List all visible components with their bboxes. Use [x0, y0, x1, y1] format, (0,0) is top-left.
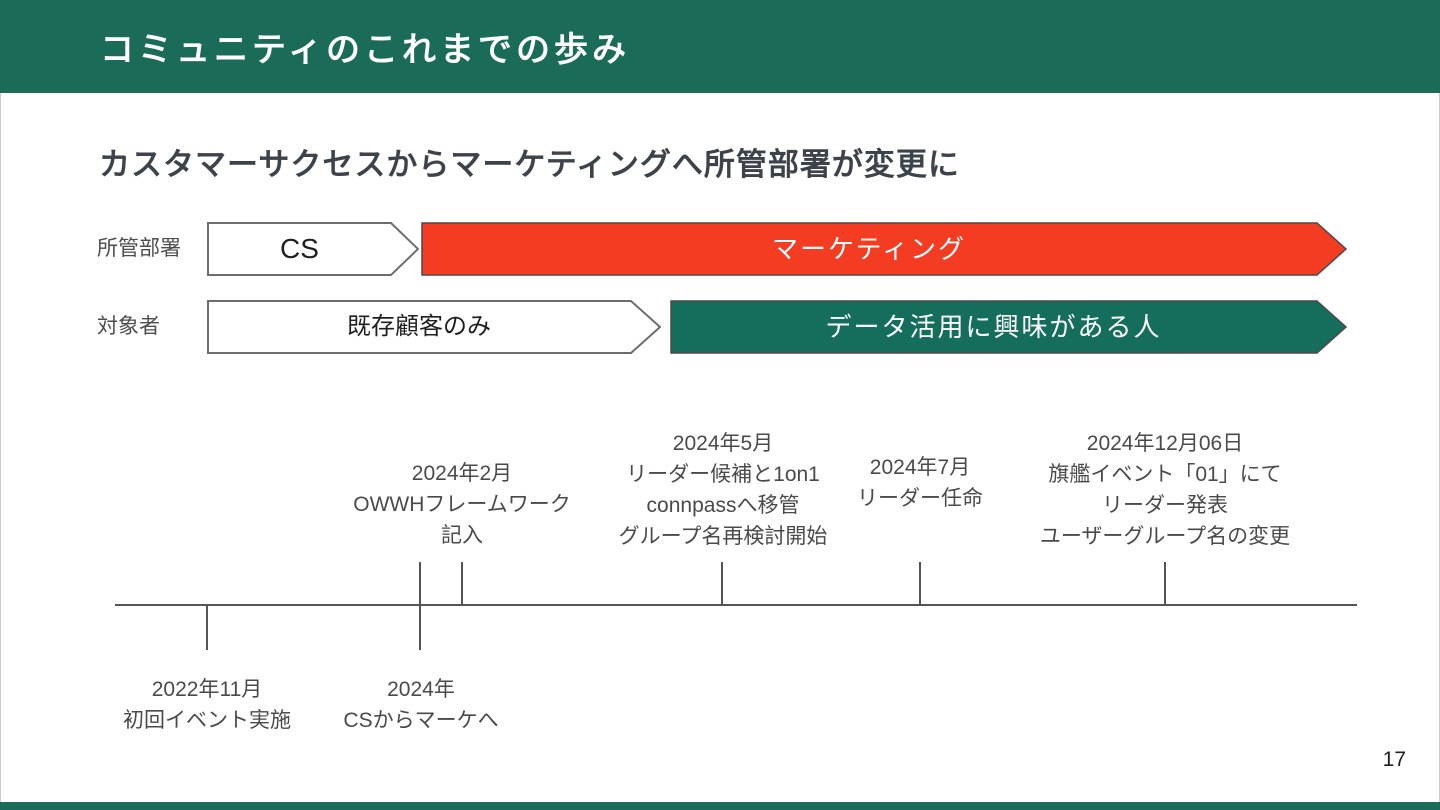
event-line: 2024年 — [387, 678, 455, 701]
timeline-tick — [461, 562, 463, 604]
department-after-text: マーケティング — [772, 234, 966, 264]
event-line: 記入 — [440, 524, 483, 547]
timeline-tick — [206, 604, 208, 650]
timeline-axis — [115, 604, 1357, 606]
audience-after-arrow: データ活用に興味がある人 — [670, 300, 1347, 354]
event-line: リーダー発表 — [1101, 494, 1228, 517]
slide-left-edge — [0, 93, 1, 802]
event-line: リーダー候補と1on1 — [626, 463, 820, 486]
timeline-tick — [721, 562, 723, 604]
event-line: 2022年11月 — [151, 678, 263, 701]
timeline-event-jul2024: 2024年7月 リーダー任命 — [857, 452, 983, 514]
timeline-event-nov2022: 2022年11月 初回イベント実施 — [123, 674, 291, 736]
timeline-tick — [419, 562, 421, 650]
department-before-arrow: CS — [207, 222, 419, 276]
event-line: 2024年2月 — [411, 462, 513, 485]
chevron-arrow-shape — [207, 222, 419, 276]
timeline-event-2024: 2024年 CSからマーケへ — [343, 674, 498, 736]
event-line: 2024年12月06日 — [1086, 432, 1244, 455]
event-line: CSからマーケへ — [343, 709, 499, 732]
event-line: 2024年5月 — [672, 432, 774, 455]
page-number: 17 — [1382, 748, 1406, 771]
chevron-arrow-shape — [421, 222, 1347, 276]
event-line: OWWHフレームワーク — [353, 493, 571, 516]
slide-subtitle: カスタマーサクセスからマーケティングへ所管部署が変更に — [99, 147, 960, 182]
chevron-arrow-shape — [207, 300, 661, 354]
audience-before-text: 既存顧客のみ — [347, 313, 491, 340]
timeline-tick — [1164, 562, 1166, 604]
footer-accent-bar — [0, 802, 1440, 810]
audience-before-arrow: 既存顧客のみ — [207, 300, 661, 354]
audience-after-text: データ活用に興味がある人 — [825, 312, 1162, 342]
event-line: 旗艦イベント「01」にて — [1048, 463, 1282, 486]
timeline-tick — [919, 562, 921, 604]
event-line: グループ名再検討開始 — [618, 525, 828, 548]
timeline-event-feb2024: 2024年2月 OWWHフレームワーク 記入 — [353, 458, 571, 551]
slide-header: コミュニティのこれまでの歩み — [0, 0, 1440, 93]
audience-row-label: 対象者 — [97, 315, 160, 338]
event-line: 2024年7月 — [869, 456, 971, 479]
timeline-event-dec2024: 2024年12月06日 旗艦イベント「01」にて リーダー発表 ユーザーグループ… — [1040, 428, 1290, 552]
event-line: ユーザーグループ名の変更 — [1039, 525, 1291, 548]
slide-title: コミュニティのこれまでの歩み — [100, 31, 630, 69]
department-before-text: CS — [280, 233, 319, 264]
timeline-event-may2024: 2024年5月 リーダー候補と1on1 connpassへ移管 グループ名再検討… — [619, 428, 828, 552]
event-line: リーダー任命 — [857, 487, 983, 510]
department-row-label: 所管部署 — [97, 237, 181, 260]
chevron-arrow-shape — [670, 300, 1347, 354]
event-line: 初回イベント実施 — [123, 709, 291, 732]
event-line: connpassへ移管 — [646, 494, 800, 517]
department-after-arrow: マーケティング — [421, 222, 1347, 276]
